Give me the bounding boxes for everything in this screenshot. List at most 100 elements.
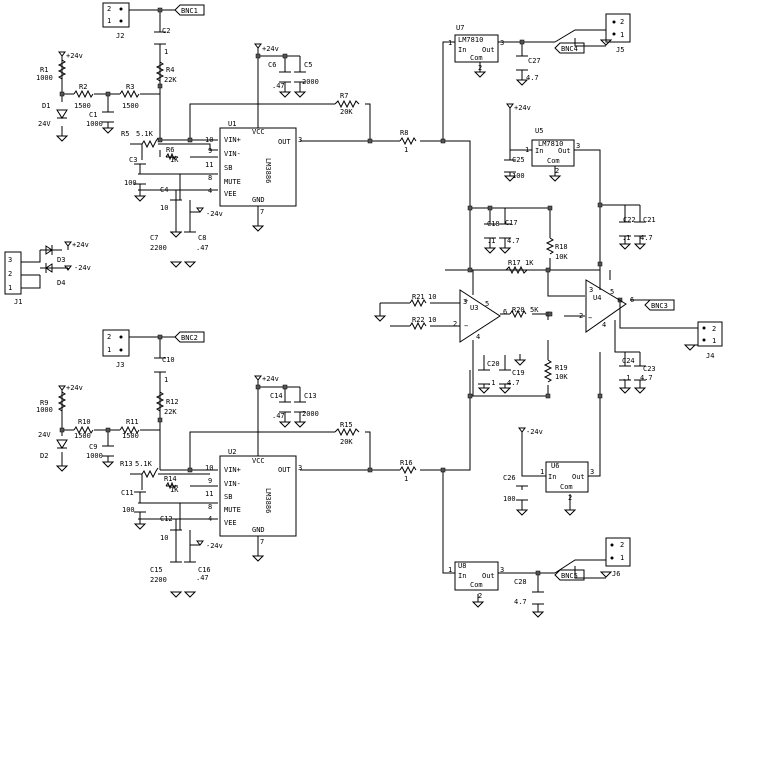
r2-value: 1500 xyxy=(74,102,91,110)
svg-text:11: 11 xyxy=(205,161,213,169)
connector-j5: 2 1 J5 xyxy=(605,13,631,54)
svg-text:U6: U6 xyxy=(551,462,559,470)
svg-text:3: 3 xyxy=(500,39,504,47)
svg-text:BNC4: BNC4 xyxy=(561,45,578,53)
svg-text:U8: U8 xyxy=(458,562,466,570)
c24-ref: C24 xyxy=(622,357,635,365)
c2-ref: C2 xyxy=(162,27,170,35)
pin-label: 1 xyxy=(620,31,624,39)
svg-text:MUTE: MUTE xyxy=(224,506,241,514)
supply-label: -24v xyxy=(206,542,223,550)
svg-text:7: 7 xyxy=(260,538,264,546)
r4-ref: R4 xyxy=(166,66,174,74)
r13-value: 5.1K xyxy=(135,460,153,468)
connector-j2: 2 1 J2 xyxy=(102,2,130,40)
capacitor-labels: C2 1 C1 1000 C3 100 C4 10 C5 2000 C6 .47… xyxy=(86,27,656,606)
c17-ref: C17 xyxy=(505,219,518,227)
c18-value: .1 xyxy=(487,237,495,245)
connector-ref: J5 xyxy=(616,46,624,54)
svg-text:10: 10 xyxy=(205,464,213,472)
pin-label: 1 xyxy=(620,554,624,562)
c26-ref: C26 xyxy=(503,474,516,482)
svg-text:5: 5 xyxy=(485,300,489,308)
r22-value: 10 xyxy=(428,316,436,324)
c7-value: 2200 xyxy=(150,244,167,252)
svg-text:1: 1 xyxy=(540,468,544,476)
r16-ref: R16 xyxy=(400,459,413,467)
svg-text:SB: SB xyxy=(224,493,232,501)
connector-j1: 3 2 1 J1 xyxy=(4,251,22,306)
connector-ref: J6 xyxy=(612,570,620,578)
svg-text:3: 3 xyxy=(500,566,504,574)
d2-ref: D2 xyxy=(40,452,48,460)
svg-text:Com: Com xyxy=(560,483,573,491)
c3-value: 100 xyxy=(124,179,137,187)
svg-text:U1: U1 xyxy=(228,120,236,128)
svg-text:2: 2 xyxy=(579,312,583,320)
pin-label: 2 xyxy=(712,325,716,333)
svg-text:3: 3 xyxy=(590,468,594,476)
svg-text:1: 1 xyxy=(448,39,452,47)
c8-ref: C8 xyxy=(198,234,206,242)
c9-value: 1000 xyxy=(86,452,103,460)
c7-ref: C7 xyxy=(150,234,158,242)
r14-ref: R14 xyxy=(164,475,177,483)
c3-ref: C3 xyxy=(129,156,137,164)
d3-ref: D3 xyxy=(57,256,65,264)
ground-symbols xyxy=(55,39,697,618)
c8-value: .47 xyxy=(196,244,209,252)
svg-text:LM7810: LM7810 xyxy=(458,36,483,44)
resistors xyxy=(57,59,555,490)
svg-text:In: In xyxy=(548,473,556,481)
connector-j3: 2 1 J3 xyxy=(102,329,130,369)
bnc4-tag: BNC4 xyxy=(554,42,585,54)
r12-ref: R12 xyxy=(166,398,179,406)
svg-text:BNC1: BNC1 xyxy=(181,7,198,15)
pin-label: 2 xyxy=(8,270,12,278)
r10-value: 1500 xyxy=(74,432,91,440)
svg-text:BNC2: BNC2 xyxy=(181,334,198,342)
regulator-u6: U6 In Out Com 1 3 2 xyxy=(540,461,594,502)
svg-text:Out: Out xyxy=(558,147,571,155)
svg-text:VEE: VEE xyxy=(224,519,237,527)
svg-text:2: 2 xyxy=(568,494,572,502)
c1-value: 1000 xyxy=(86,120,103,128)
c13-ref: C13 xyxy=(304,392,317,400)
svg-text:VEE: VEE xyxy=(224,190,237,198)
r12-value: 22K xyxy=(164,408,177,416)
c21-value: 4.7 xyxy=(640,234,653,242)
svg-text:VIN-: VIN- xyxy=(224,480,241,488)
svg-text:Com: Com xyxy=(470,581,483,589)
r19-ref: R19 xyxy=(555,364,568,372)
svg-text:3: 3 xyxy=(589,286,593,294)
c23-ref: C23 xyxy=(643,365,656,373)
svg-text:11: 11 xyxy=(205,490,213,498)
connector-ref: J4 xyxy=(706,352,714,360)
r2-ref: R2 xyxy=(79,83,87,91)
svg-text:LM3886: LM3886 xyxy=(264,158,272,183)
c10-ref: C10 xyxy=(162,356,175,364)
svg-text:6: 6 xyxy=(503,308,507,316)
c21-ref: C21 xyxy=(643,216,656,224)
supply-label: -24v xyxy=(526,428,543,436)
supply-label: +24v xyxy=(514,104,531,112)
pin-label: 1 xyxy=(712,337,716,345)
svg-text:1: 1 xyxy=(525,146,529,154)
r4-value: 22K xyxy=(164,76,177,84)
svg-text:3: 3 xyxy=(298,136,302,144)
r6-ref: R6 xyxy=(166,146,174,154)
svg-text:4: 4 xyxy=(208,187,212,195)
svg-text:In: In xyxy=(458,572,466,580)
svg-text:OUT: OUT xyxy=(278,138,291,146)
c22-value: .1 xyxy=(622,234,630,242)
r1-ref: R1 xyxy=(40,66,48,74)
c20-value: .1 xyxy=(487,379,495,387)
c11-ref: C11 xyxy=(121,489,134,497)
c6-value: .47 xyxy=(272,82,285,90)
connector-ref: J3 xyxy=(116,361,124,369)
r9-value: 1000 xyxy=(36,406,53,414)
svg-text:VIN+: VIN+ xyxy=(224,466,241,474)
c14-ref: C14 xyxy=(270,392,283,400)
svg-text:2: 2 xyxy=(478,64,482,72)
